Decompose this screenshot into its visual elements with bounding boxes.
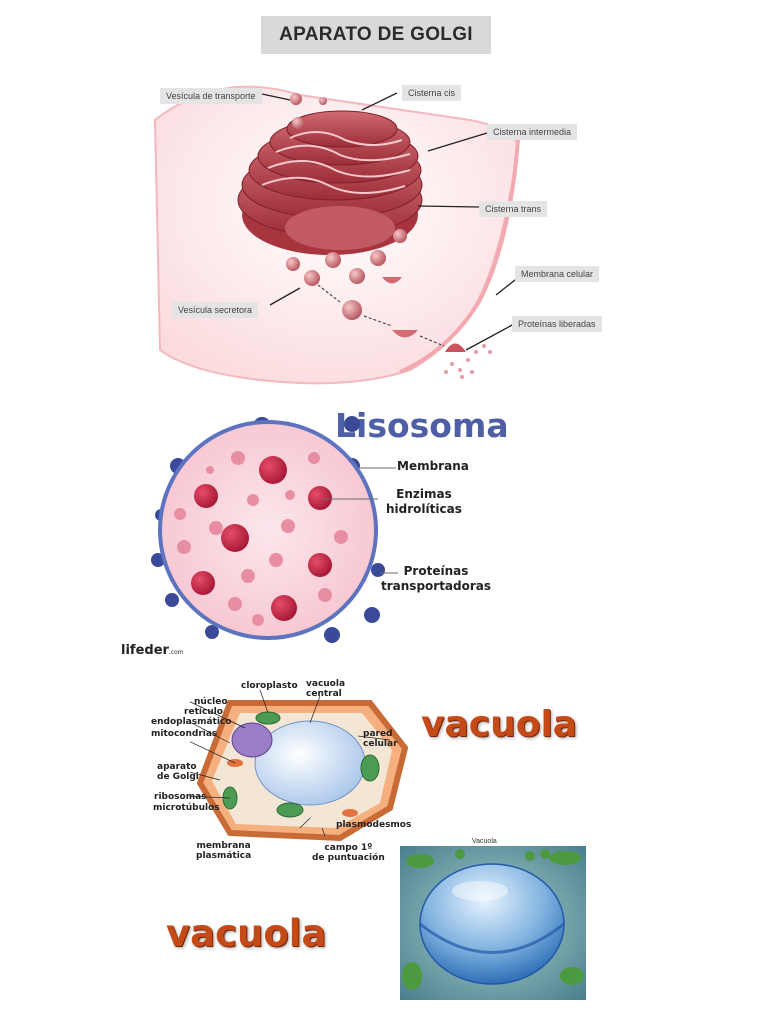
label-microtubulos: microtúbulos bbox=[153, 803, 220, 813]
nucleus bbox=[231, 722, 273, 758]
label-plasmodesmos: plasmodesmos bbox=[336, 820, 412, 830]
lisosoma-body bbox=[158, 420, 378, 640]
lisosoma-title: Lisosoma bbox=[335, 406, 509, 445]
background-chloroplasts bbox=[402, 849, 584, 990]
label-cisterna-trans: Cisterna trans bbox=[479, 201, 548, 217]
lifeder-logo: lifeder.com bbox=[121, 643, 184, 658]
label-proteinas-transportadoras: Proteínas transportadoras bbox=[381, 564, 492, 593]
vesicle-open bbox=[382, 277, 402, 284]
label-vacuola-central: vacuola central bbox=[306, 679, 346, 699]
label-campo-puntuacion: campo 1º de puntuación bbox=[312, 843, 385, 863]
label-cloroplasto: cloroplasto bbox=[241, 681, 298, 691]
label-nucleo: núcleo bbox=[194, 697, 228, 707]
vesicle-fusing bbox=[392, 330, 418, 338]
plant-cell-diagram bbox=[190, 689, 409, 842]
chloroplasts bbox=[222, 711, 380, 818]
label-vesicula-transporte: Vesícula de transporte bbox=[160, 88, 262, 104]
vesicle-release bbox=[445, 343, 466, 352]
hydrolytic-enzymes-small bbox=[174, 451, 348, 626]
cell-membrane bbox=[399, 139, 520, 374]
lisosoma-diagram bbox=[151, 416, 398, 643]
golgi-title: APARATO DE GOLGI bbox=[261, 16, 491, 54]
label-ribosomas: ribosomas bbox=[154, 792, 207, 802]
label-enzimas-hidroliticas: Enzimas hidrolíticas bbox=[386, 487, 462, 516]
label-aparato-golgi: aparato de Golgi bbox=[157, 762, 199, 782]
golgi-stack bbox=[237, 110, 423, 255]
label-pared-celular: pared celular bbox=[363, 729, 398, 749]
central-vacuole bbox=[254, 720, 366, 806]
label-vesicula-secretora: Vesícula secretora bbox=[172, 302, 259, 318]
golgi-vesicles bbox=[286, 93, 407, 320]
vacuola-photo-label: Vacuola bbox=[472, 838, 497, 845]
label-cisterna-intermedia: Cisterna intermedia bbox=[487, 124, 578, 140]
vacuola-heading-bottom: vacuola bbox=[166, 912, 327, 955]
hydrolytic-enzymes-large bbox=[191, 456, 332, 621]
label-membrana-plasmatica: membrana plasmática bbox=[196, 841, 252, 861]
golgi-diagram bbox=[153, 85, 521, 385]
vacuola-photo bbox=[400, 846, 586, 1000]
label-mitocondrias: mitocondrias bbox=[151, 729, 218, 739]
label-reticulo: retículo endoplasmático bbox=[151, 707, 232, 727]
label-membrana: Membrana bbox=[397, 459, 469, 473]
released-proteins bbox=[444, 344, 492, 379]
label-cisterna-cis: Cisterna cis bbox=[402, 85, 462, 101]
label-proteinas-liberadas: Proteínas liberadas bbox=[512, 316, 602, 332]
vacuola-heading-right: vacuola bbox=[421, 704, 578, 745]
label-membrana-celular: Membrana celular bbox=[515, 266, 600, 282]
